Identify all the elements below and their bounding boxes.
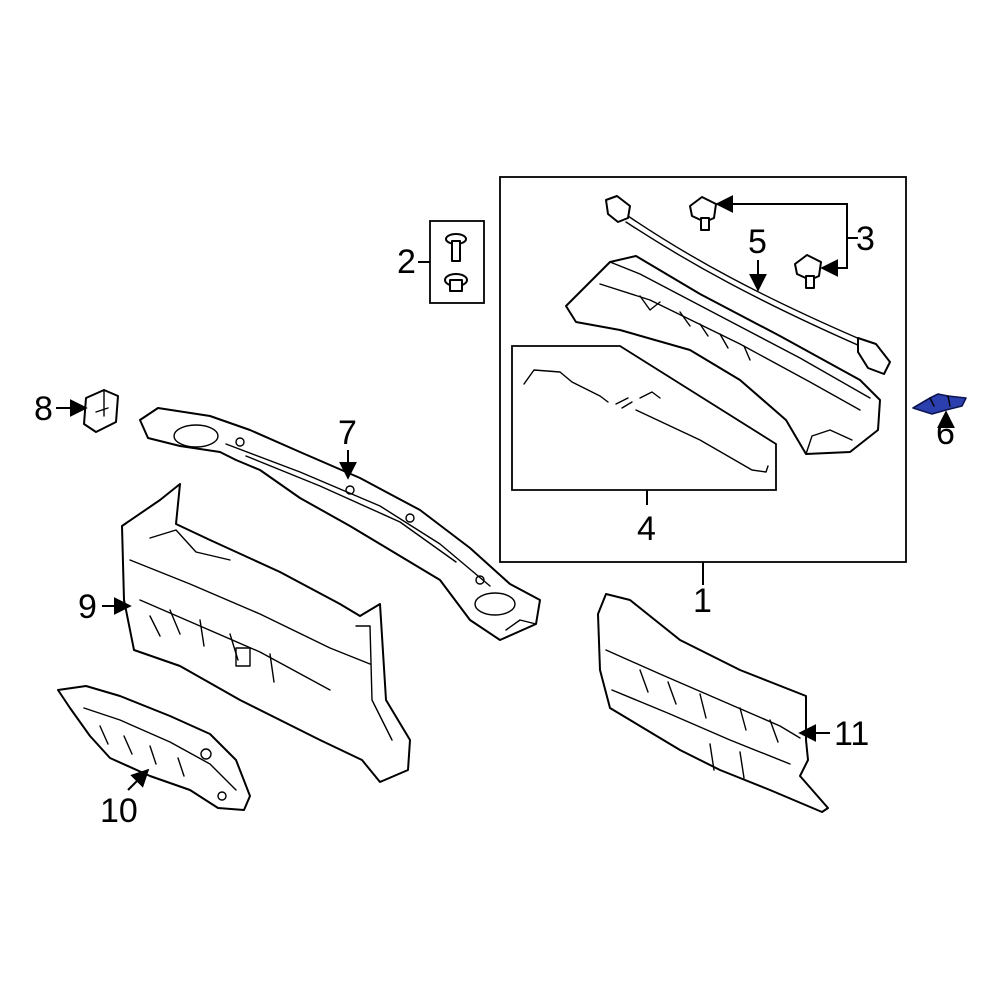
callout-5[interactable]: 5: [748, 223, 767, 261]
callout-7[interactable]: 7: [338, 414, 357, 452]
callout-3-leader: [715, 195, 848, 277]
part-3-clip-upper[interactable]: [689, 196, 717, 231]
callout-6[interactable]: 6: [936, 414, 955, 452]
part-10-insulator[interactable]: [57, 685, 251, 811]
callout-2[interactable]: 2: [397, 243, 416, 281]
part-3-clip-lower[interactable]: [794, 254, 822, 289]
callout-1[interactable]: 1: [693, 582, 712, 620]
part-8-bracket[interactable]: [83, 389, 119, 433]
part-9-dash-panel[interactable]: [121, 483, 411, 783]
part-6-bracket[interactable]: [912, 393, 967, 415]
part-4-box: [511, 345, 777, 491]
part-11-dash-insulator[interactable]: [597, 593, 829, 813]
part-2-fasteners[interactable]: [444, 233, 468, 292]
callout-10-leader: [127, 768, 150, 791]
part-7-cross-member[interactable]: [139, 407, 541, 641]
callout-10[interactable]: 10: [100, 792, 138, 830]
callout-11[interactable]: 11: [834, 715, 869, 753]
assembly-1-box: [499, 176, 907, 563]
callout-4[interactable]: 4: [637, 510, 656, 548]
cowl-top-panel[interactable]: [565, 255, 881, 455]
callout-9[interactable]: 9: [78, 588, 97, 626]
callout-8[interactable]: 8: [34, 390, 53, 428]
part-5-seal[interactable]: [605, 195, 891, 375]
part-4-rods[interactable]: [523, 369, 769, 473]
callout-3[interactable]: 3: [856, 220, 875, 258]
